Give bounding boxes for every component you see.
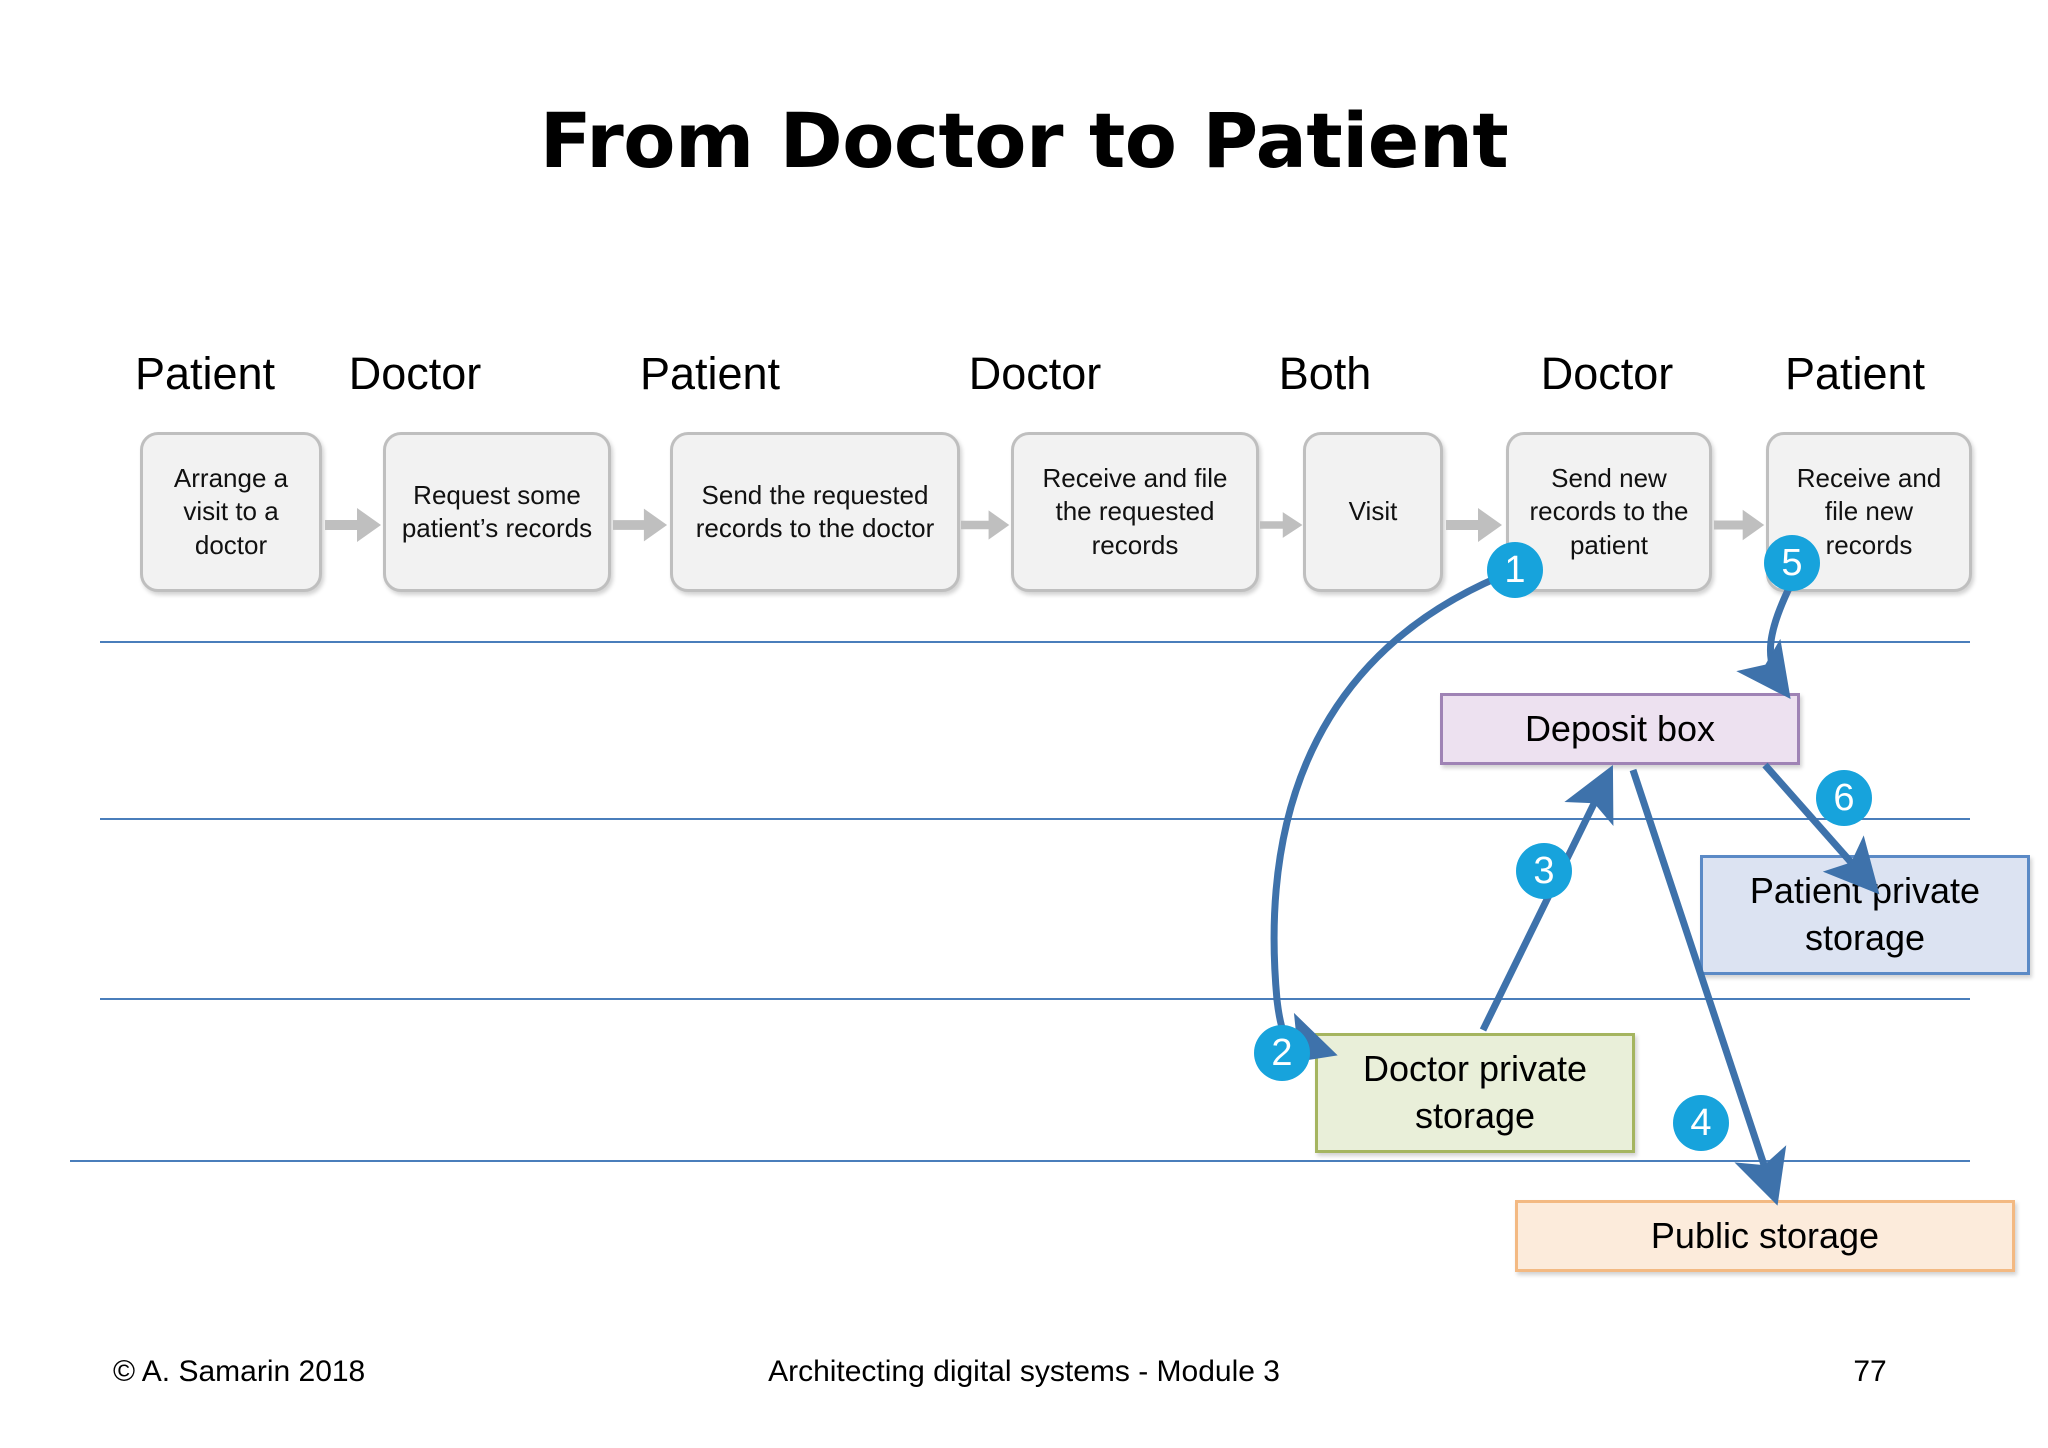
storage-deposit-box[interactable]: Deposit box (1440, 693, 1800, 765)
step-badge-5: 5 (1764, 535, 1820, 591)
swimlane-divider-3 (100, 998, 1970, 1000)
swimlane-divider-2 (100, 818, 1970, 820)
chevron-connector-3 (961, 510, 1010, 540)
chevron-connector-6 (1714, 509, 1765, 541)
role-header-1: Patient (134, 348, 276, 399)
footer-center-text: Architecting digital systems - Module 3 (768, 1355, 1280, 1388)
role-header-5: Both (1278, 348, 1372, 399)
arrow-3 (1479, 764, 1614, 1032)
chevron-connector-1 (325, 508, 381, 542)
step-badge-1: 1 (1487, 542, 1543, 598)
storage-doctor-private[interactable]: Doctor private storage (1315, 1033, 1635, 1153)
step-badge-2: 2 (1254, 1025, 1310, 1081)
process-step-7[interactable]: Receive and file new records (1766, 432, 1972, 592)
role-header-2: Doctor (348, 348, 482, 399)
process-step-2[interactable]: Request some patient’s records (383, 432, 611, 592)
role-header-7: Patient (1784, 348, 1926, 399)
storage-public[interactable]: Public storage (1515, 1200, 2015, 1272)
process-step-1[interactable]: Arrange a visit to a doctor (140, 432, 322, 592)
process-step-5[interactable]: Visit (1303, 432, 1443, 592)
swimlane-divider-4 (70, 1160, 1970, 1162)
role-header-3: Patient (639, 348, 781, 399)
arrow-5 (1736, 578, 1797, 700)
role-header-4: Doctor (968, 348, 1102, 399)
step-badge-4: 4 (1673, 1095, 1729, 1151)
chevron-connector-4 (1260, 512, 1303, 538)
role-header-6: Doctor (1540, 348, 1674, 399)
step-badge-3: 3 (1516, 843, 1572, 899)
footer-copyright: © A. Samarin 2018 (113, 1355, 366, 1388)
page-title: From Doctor to Patient (539, 96, 1509, 185)
chevron-connector-5 (1446, 508, 1502, 542)
swimlane-divider-1 (100, 641, 1970, 643)
footer-page-number: 77 (1853, 1355, 1887, 1388)
process-step-4[interactable]: Receive and file the requested records (1011, 432, 1259, 592)
process-step-3[interactable]: Send the requested records to the doctor (670, 432, 960, 592)
step-badge-6: 6 (1816, 770, 1872, 826)
chevron-connector-2 (613, 508, 668, 542)
storage-patient-private[interactable]: Patient private storage (1700, 855, 2030, 975)
